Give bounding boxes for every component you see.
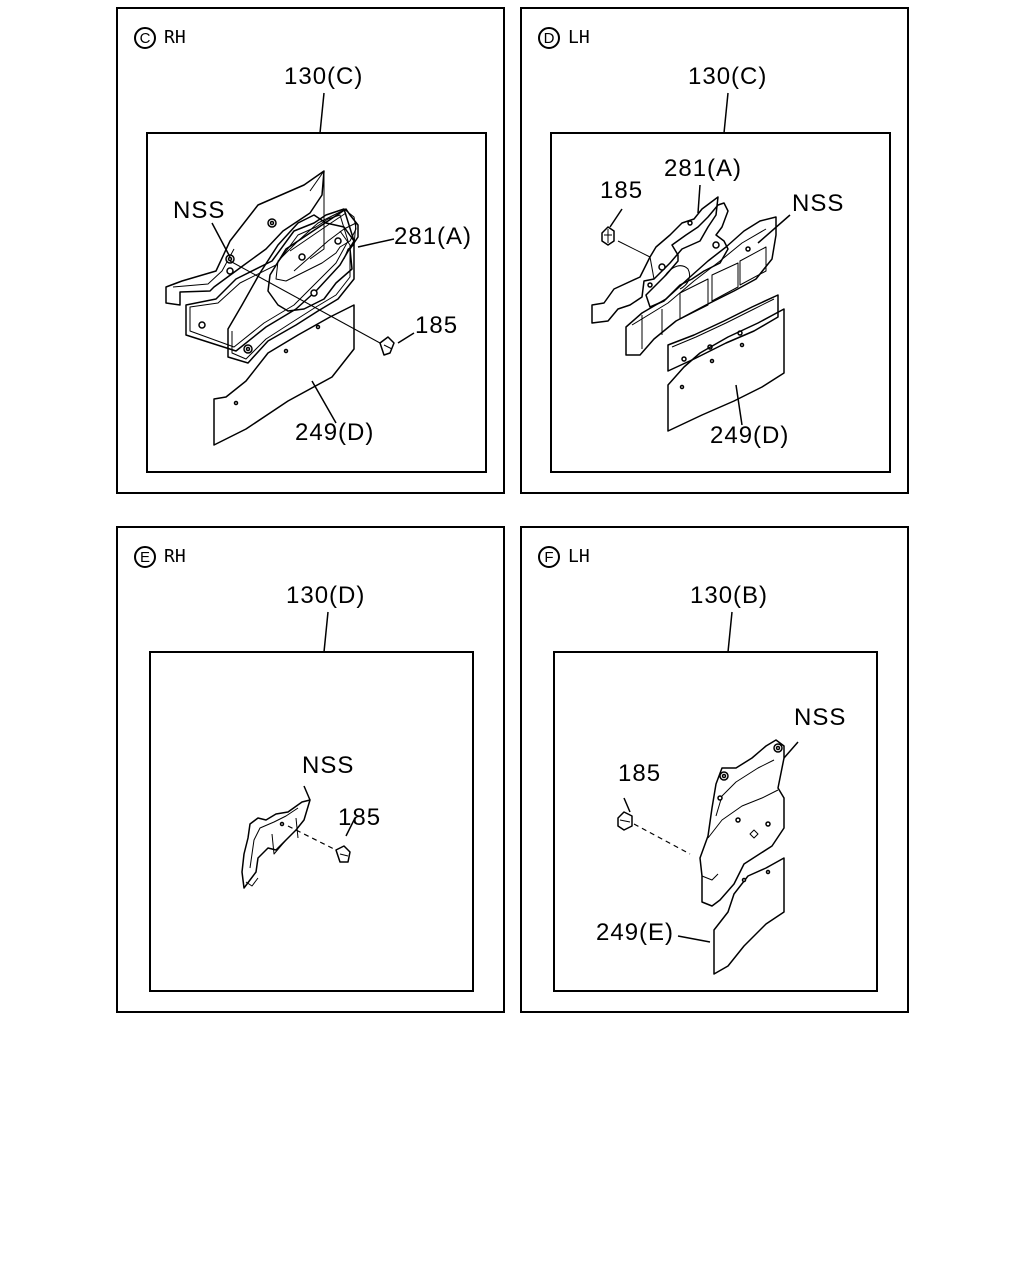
assembly-label: 130(C) [688,63,768,90]
callout-bracket: 281(A) [394,223,473,250]
callout-nss: NSS [792,190,845,217]
exploded-parts-drawing [165,92,415,446]
view-letter-badge: F [538,546,560,568]
view-d-heading: D LH [538,27,590,49]
assembly-label: 130(B) [690,582,769,609]
callout-bolt: 185 [415,312,459,339]
assembly-label: 130(C) [284,63,364,90]
view-letter-badge: D [538,27,560,49]
callout-nss: NSS [794,704,847,731]
side-label: RH [164,27,186,48]
side-label: RH [164,546,186,567]
callout-nss: NSS [173,197,226,224]
exploded-parts-drawing [591,92,791,432]
diagram-frame [550,132,891,473]
diagram-frame [553,651,878,992]
exploded-parts-drawing [617,611,799,975]
callout-bolt: 185 [618,760,662,787]
side-label: LH [568,546,590,567]
callout-shield: 249(D) [295,419,375,446]
view-f-heading: F LH [538,546,590,568]
diagram-frame [149,651,474,992]
panel-view-c: C RH 130(C) NSS 281(A) 185 249(D) [116,7,505,494]
exploded-parts-drawing [241,611,355,889]
view-e-heading: E RH [134,546,186,568]
callout-bolt: 185 [338,804,382,831]
assembly-label: 130(D) [286,582,366,609]
side-label: LH [568,27,590,48]
callout-bracket: 281(A) [664,155,743,182]
callout-bolt: 185 [600,177,644,204]
view-letter-badge: E [134,546,156,568]
panel-view-d: D LH 130(C) 185 281(A) NSS 249(D) [520,7,909,494]
view-letter-badge: C [134,27,156,49]
callout-shield: 249(D) [710,422,790,449]
callout-nss: NSS [302,752,355,779]
panel-view-f: F LH 130(B) NSS 185 249(E) [520,526,909,1013]
view-c-heading: C RH [134,27,186,49]
callout-shield: 249(E) [596,919,675,946]
panel-view-e: E RH 130(D) NSS 185 [116,526,505,1013]
diagram-frame [146,132,487,473]
